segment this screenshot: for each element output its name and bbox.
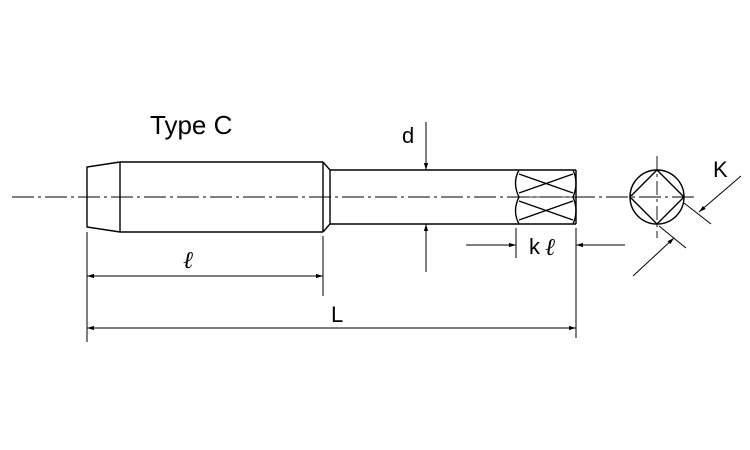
end-view (629, 156, 685, 238)
label-square-length-k: k (529, 234, 541, 259)
dimension-K (632, 175, 742, 277)
label-thread-length: ℓ (183, 248, 193, 274)
label-overall-length: L (331, 302, 343, 327)
drawing-title: Type C (150, 110, 232, 140)
tap-body (86, 161, 577, 233)
threaded-section (86, 161, 121, 233)
label-d: d (402, 123, 414, 148)
square-drive (514, 169, 577, 225)
label-square-length-l: ℓ (545, 235, 555, 261)
label-K: K (713, 157, 728, 182)
thread-runout (322, 161, 331, 233)
